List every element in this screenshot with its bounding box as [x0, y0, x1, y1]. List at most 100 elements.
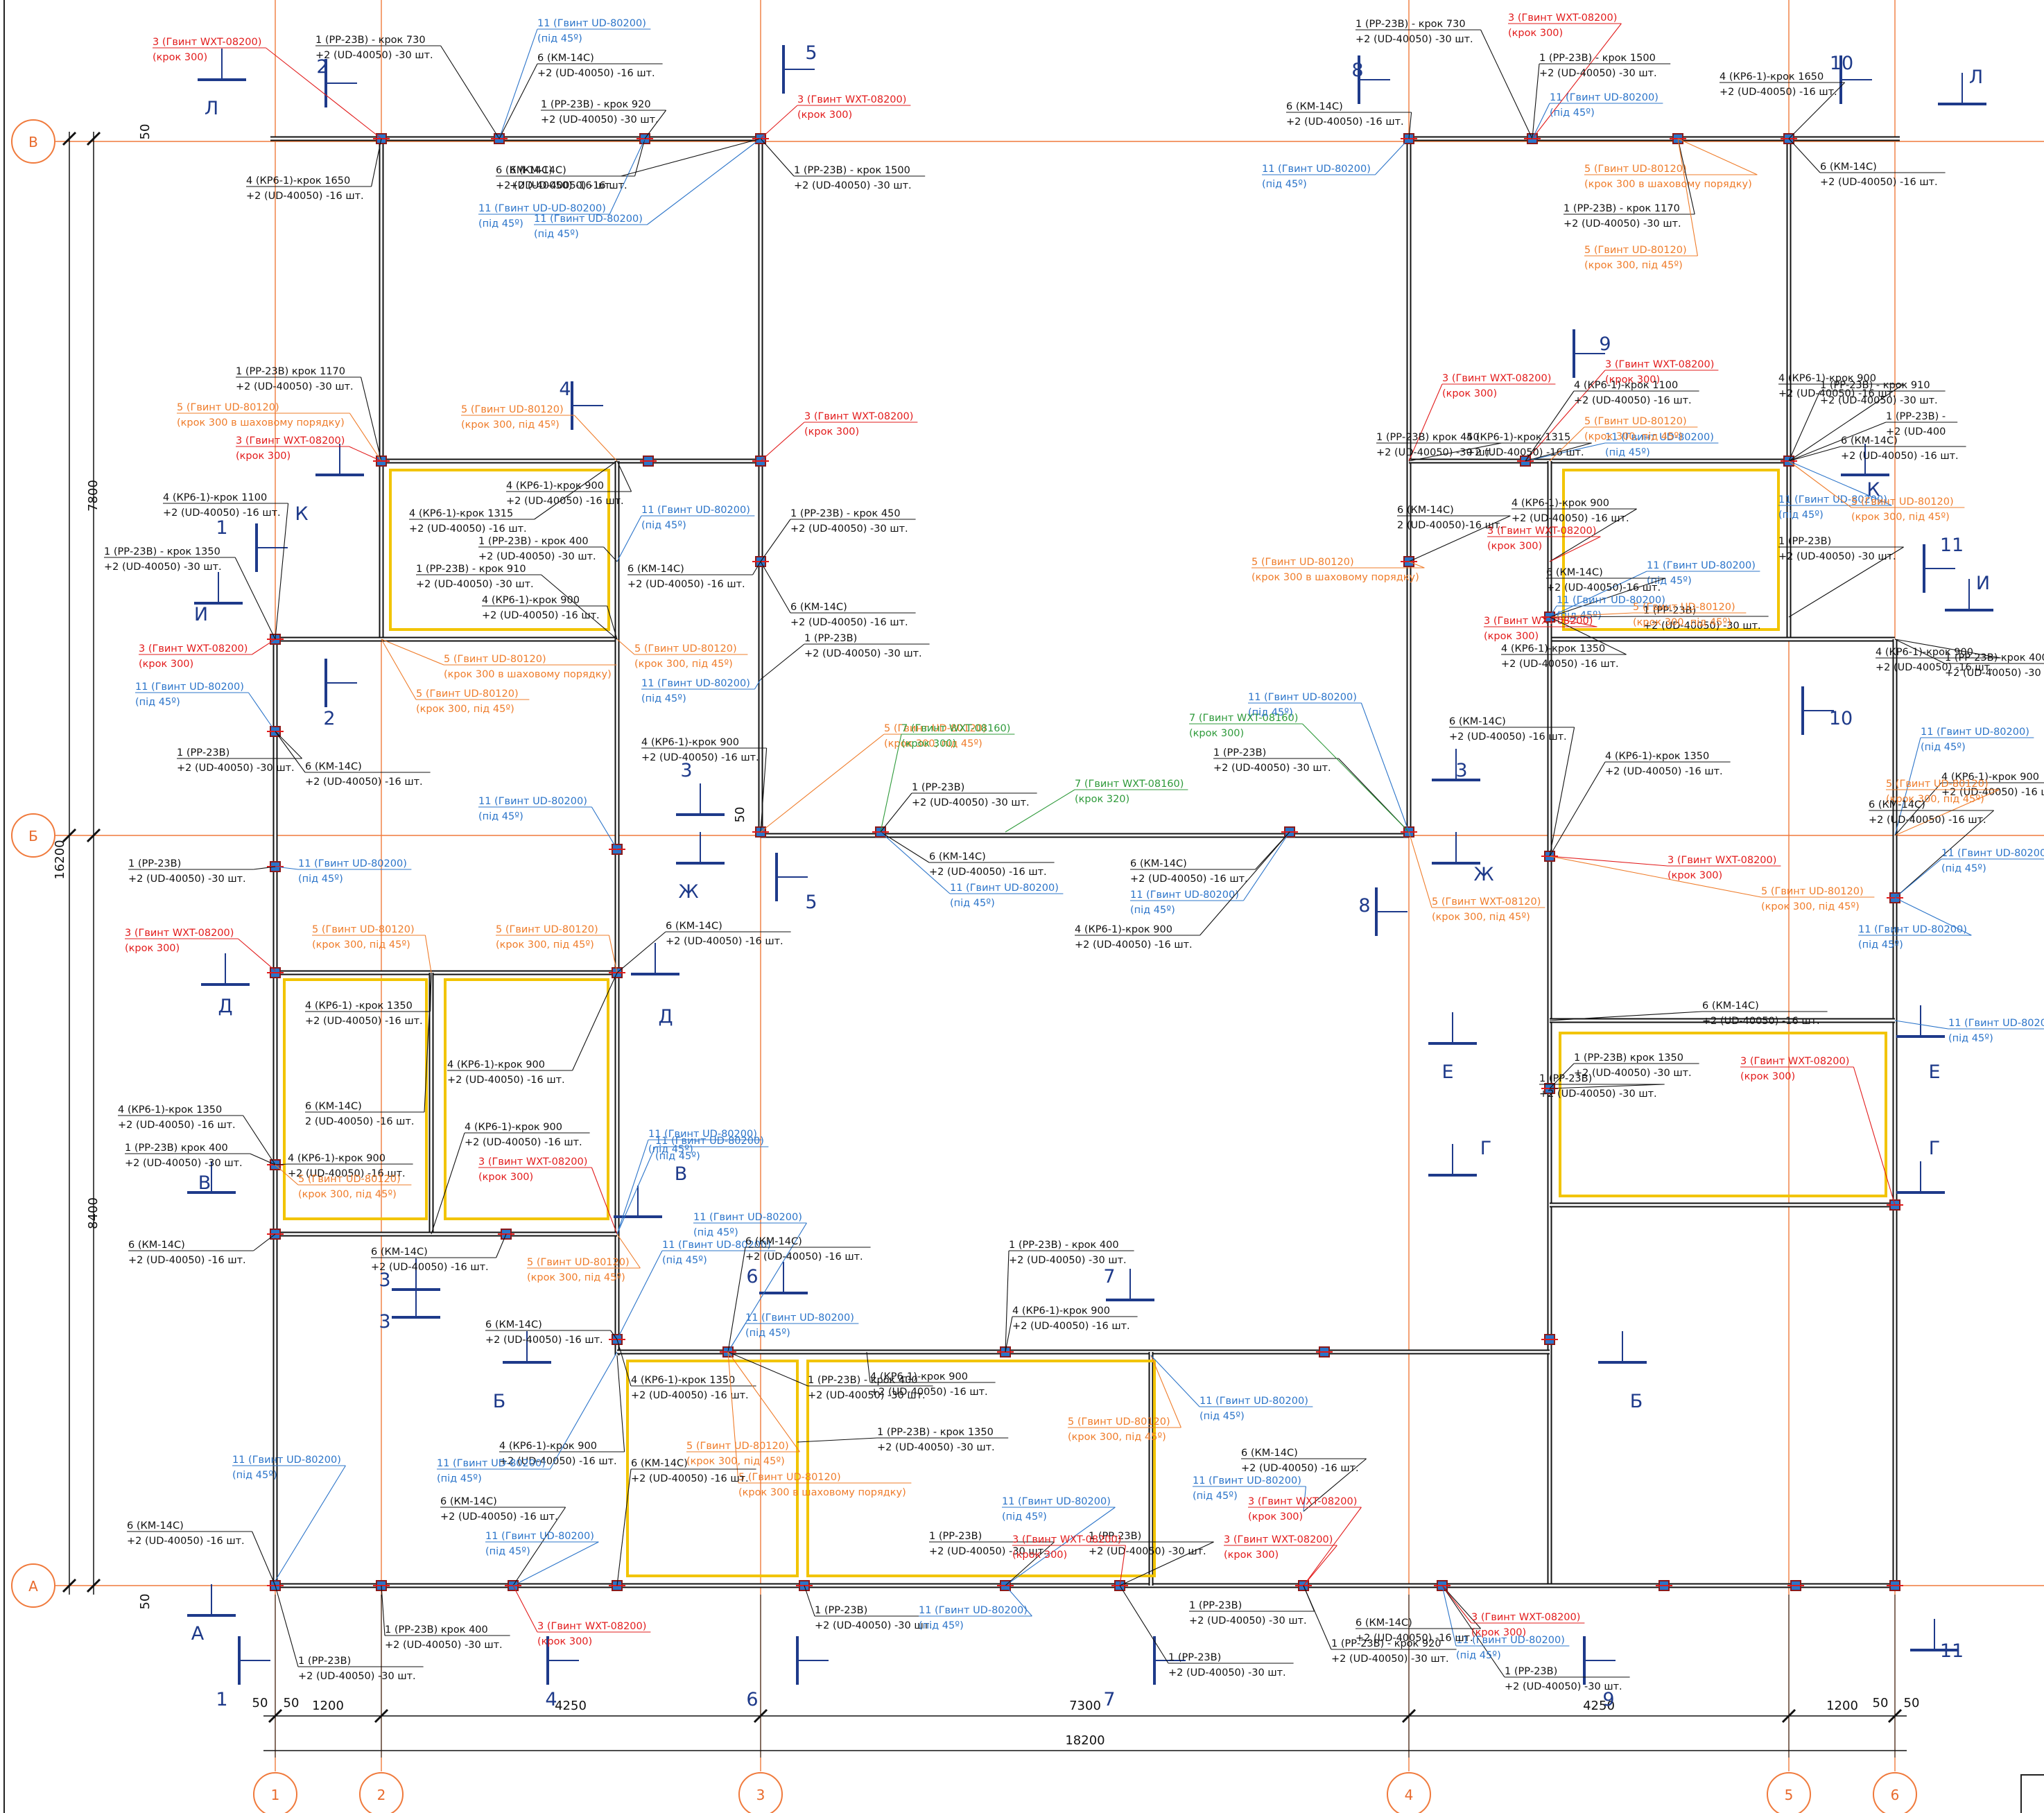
callout-line2-121: (крок 300 в шаховому порядку): [1584, 179, 1752, 190]
callout-leader-45: [880, 831, 930, 863]
section-label-11: К: [1867, 479, 1880, 501]
callout-line2-17: +2 (UD-40050) -16 шт.: [163, 508, 281, 519]
callout-leader-144: [1549, 578, 1666, 618]
callout-line2-109: +2 (UD-40050) -30 шт.: [1168, 1667, 1286, 1678]
callout-line1-115: 3 (Гвинт WXT-08200): [1508, 12, 1617, 24]
callout-line2-165: (крок 300): [1740, 1071, 1795, 1082]
callout-leader-106: [1005, 1585, 1032, 1617]
callout-line1-12: 1 (РР-23В) крок 1170: [236, 366, 345, 377]
dim-left-tick-b1: [86, 828, 101, 843]
callout-line1-38: 5 (Гвинт UD-80120): [884, 723, 987, 734]
callout-line1-144: 6 (КМ-14С): [1546, 567, 1603, 578]
callout-leader-62: [275, 1163, 288, 1165]
callout-line2-104: +2 (UD-40050) -30 шт.: [1505, 1681, 1622, 1692]
callout-leader-57: [616, 931, 666, 973]
callout-leader-70: [496, 1233, 507, 1258]
callout-line2-44: (під 45º): [298, 874, 343, 885]
callout-line1-116: 1 (РР-23В) - крок 1500: [1539, 53, 1656, 64]
callout-line1-57: 6 (КМ-14С): [666, 921, 722, 932]
callout-leader-4: [644, 110, 667, 139]
callout-line1-76: 11 (Гвинт UD-80200): [745, 1312, 854, 1324]
callout-line1-62: 4 (КР6-1)-крок 900: [288, 1153, 386, 1164]
callout-leader-117: [1408, 112, 1412, 139]
callout-line1-23: 4 (КР6-1)-крок 900: [482, 595, 580, 606]
callout-leader-113: [1441, 1585, 1472, 1624]
callout-leader-64: [250, 1153, 276, 1165]
callout-line1-10: 6 (КМ-14С): [496, 165, 553, 176]
callout-leader-95: [512, 1541, 599, 1586]
callout-line2-79: +2 (UD-40050) -16 шт.: [631, 1390, 749, 1401]
section-label-27: Г: [1480, 1138, 1491, 1159]
callout-line1-91: 6 (КМ-14С): [631, 1458, 688, 1469]
frame-panel-3: [626, 1360, 799, 1577]
callout-leader-127: [1525, 390, 1575, 462]
callout-line1-20: 1 (РР-23В) - крок 400: [478, 536, 589, 547]
callout-line2-100: (крок 300): [1224, 1550, 1279, 1561]
callout-line2-147: (крок 300, під 45º): [1633, 617, 1731, 628]
axis-bubble-2: [359, 1772, 404, 1813]
callout-leader-27: [760, 561, 791, 614]
callout-line2-134: +2 (UD-400: [1886, 426, 1946, 437]
section-label-18: 5: [805, 892, 817, 913]
section-label-40: 7: [1103, 1689, 1115, 1710]
callout-line2-140: (крок 300): [1487, 541, 1542, 552]
walls: [270, 136, 1900, 1588]
callout-line1-139: 5 (Гвинт UD-80120): [1851, 496, 1954, 508]
callout-line2-142: +2 (UD-40050) -30 шт.: [1778, 551, 1896, 562]
callout-line1-27: 6 (КМ-14С): [790, 602, 847, 613]
callout-leader-136: [1408, 515, 1511, 562]
callout-leader-105: [804, 1585, 815, 1617]
callout-line2-18: +2 (UD-40050) -16 шт.: [506, 496, 624, 507]
callout-leader-115: [1532, 23, 1622, 139]
callout-line1-19: 4 (КР6-1)-крок 1315: [409, 508, 513, 519]
dim-left-0: 50: [138, 124, 153, 140]
section-label-35: Б: [1630, 1391, 1643, 1412]
callout-leader-19: [534, 460, 618, 520]
callout-leader-75: [610, 1330, 618, 1340]
callout-line1-33: 11 (Гвинт UD-80200): [641, 678, 750, 689]
callout-leader-162: [1549, 1011, 1703, 1021]
axis-label-5: 5: [1785, 1787, 1794, 1803]
callout-line2-115: (крок 300): [1508, 28, 1563, 39]
callout-line1-107: 1 (РР-23В): [1189, 1600, 1242, 1611]
callout-line1-145: 11 (Гвинт UD-80200): [1557, 595, 1665, 606]
callout-line2-80: +2 (UD-40050) -30 шт.: [808, 1390, 926, 1401]
callout-line1-64: 1 (РР-23В) крок 400: [125, 1143, 228, 1154]
callout-line1-69: 6 (КМ-14С): [128, 1240, 185, 1251]
callout-line2-6: +2 (UD-40050) -16 шт.: [246, 191, 364, 202]
callout-line1-81: 4 (КР6-1)-крок 900: [870, 1371, 968, 1382]
callout-line2-89: +2 (UD-40050) -16 шт.: [1241, 1463, 1359, 1474]
callout-line1-153: 11 (Гвинт UD-80200): [1921, 727, 2029, 738]
callout-leader-10: [621, 138, 761, 177]
callout-line2-14: (крок 300): [236, 451, 291, 462]
callout-line2-11: (під 45º): [534, 229, 579, 240]
callout-line2-98: +2 (UD-40050) -30 шт.: [929, 1546, 1047, 1557]
section-label-37: 1: [216, 1689, 227, 1710]
callout-line1-101: 3 (Гвинт WXT-08200): [1248, 1496, 1357, 1507]
callout-leader-66: [431, 1132, 465, 1235]
section-label-39: 6: [746, 1689, 758, 1710]
dim-text-4: 1200: [1826, 1699, 1858, 1713]
callout-leader-122: [1677, 138, 1695, 215]
section-label-6: К: [295, 503, 308, 525]
callout-leader-78: [1005, 1316, 1013, 1353]
callout-leader-20: [603, 546, 618, 562]
callout-line2-76: (під 45º): [745, 1328, 790, 1339]
callout-leader-109: [1119, 1585, 1169, 1664]
callout-leader-6: [371, 138, 382, 187]
callout-leader-128: [1525, 442, 1606, 462]
callout-line1-130: 4 (КР6-1)-крок 1315: [1466, 432, 1570, 443]
frame-panel-6: [1559, 1032, 1887, 1197]
callout-leader-53: [1408, 831, 1432, 908]
callout-leader-161: [1894, 897, 1972, 936]
callout-line1-73: 11 (Гвинт UD-80200): [693, 1212, 802, 1223]
callout-line2-141: (крок 300 в шаховому порядку): [1251, 572, 1419, 583]
callout-line2-36: +2 (UD-40050) -16 шт.: [305, 777, 423, 788]
callout-line2-74: +2 (UD-40050) -16 шт.: [745, 1251, 863, 1263]
callout-line2-34: (під 45º): [135, 697, 180, 708]
callout-line2-42: (під 45º): [478, 811, 523, 822]
callout-line2-130: +2 (UD-40050) -16 шт.: [1466, 447, 1584, 458]
